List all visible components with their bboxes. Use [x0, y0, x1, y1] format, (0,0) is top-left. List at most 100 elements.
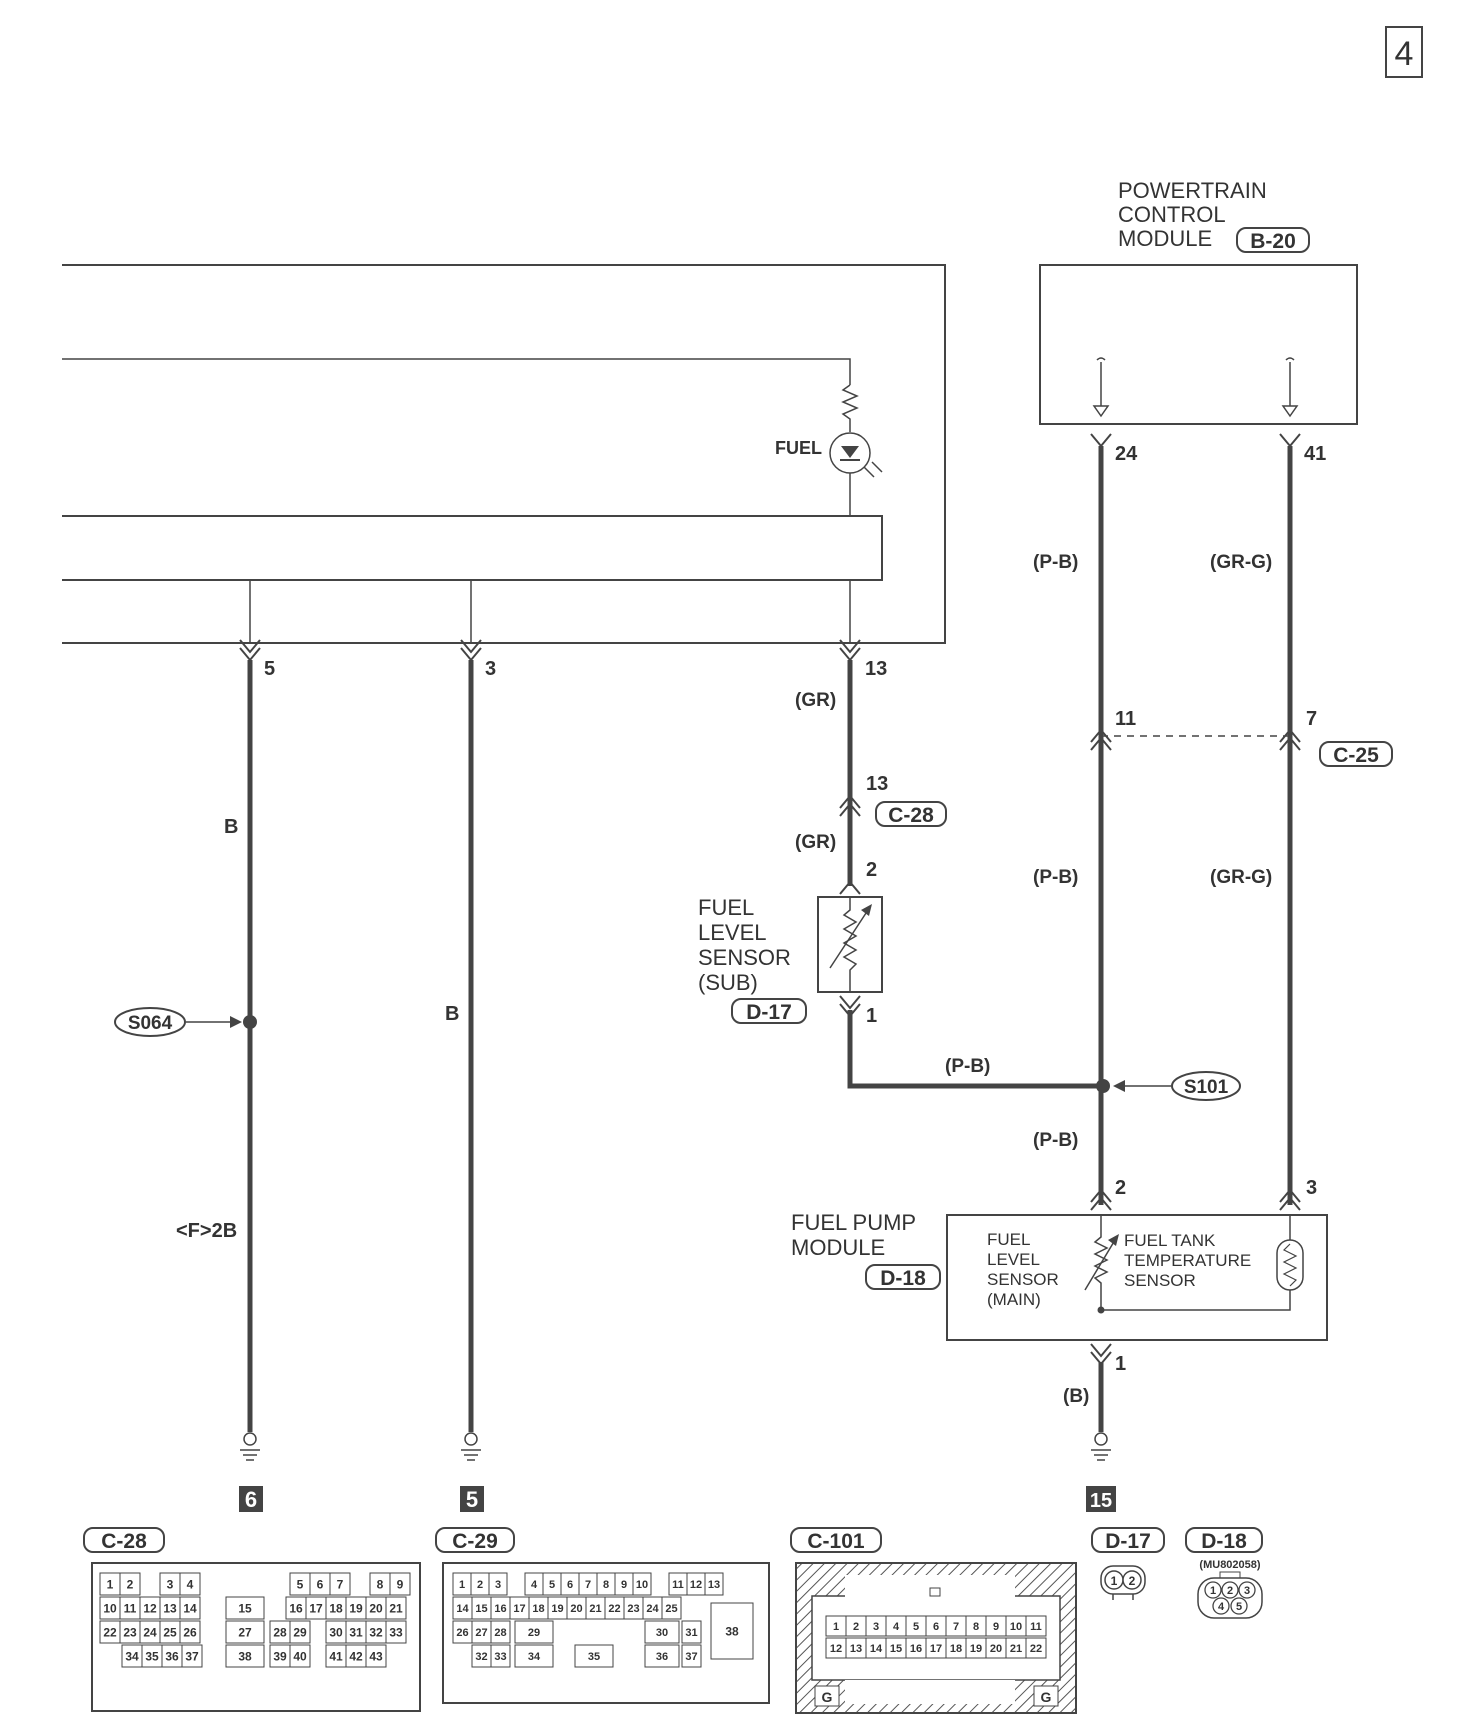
c28-pin-2: 2	[127, 1577, 134, 1591]
c29-pin-37-cell	[681, 1644, 702, 1668]
c29-pin-9: 9	[621, 1579, 627, 1591]
c28-pin-15: 15	[238, 1601, 252, 1615]
c28-pin-13: 13	[163, 1601, 177, 1615]
d18-pin-3: 3	[1244, 1585, 1250, 1597]
c29-pin-18: 18	[532, 1603, 544, 1615]
c28-pin-14: 14	[183, 1601, 197, 1615]
c101-pin-12: 12	[830, 1643, 842, 1655]
temp-label-line-3: SENSOR	[1124, 1271, 1196, 1290]
pin-meter-3: 3	[485, 658, 496, 680]
c29-pin-33: 33	[494, 1651, 506, 1663]
sub-label-line-1: FUEL	[698, 895, 754, 920]
connector-ref-c28: C-28	[875, 801, 947, 827]
c28-pin-10: 10	[103, 1601, 117, 1615]
d18-part-number: (MU802058)	[1199, 1559, 1260, 1571]
c29-pin-32: 32	[475, 1651, 487, 1663]
c28-pin-36: 36	[165, 1649, 179, 1663]
wire-color-pb-3: (P-B)	[945, 1056, 990, 1077]
c28-pin-11: 11	[124, 1601, 137, 1615]
c28-pin-30: 30	[329, 1625, 343, 1639]
c28-pin-21-cell	[385, 1596, 407, 1620]
ground-numbers: 6 5 15	[239, 1486, 1116, 1512]
c29-pin-37: 37	[685, 1651, 697, 1663]
c101-pin-22: 22	[1030, 1643, 1042, 1655]
c28-pin-1: 1	[107, 1577, 114, 1591]
wire-color-pb-2: (P-B)	[1033, 867, 1078, 888]
c29-pin-35: 35	[588, 1651, 600, 1663]
c101-pin-7: 7	[953, 1621, 959, 1633]
c29-pin-34: 34	[528, 1651, 541, 1663]
d17-pin-1: 1	[1111, 1574, 1118, 1588]
ground-number-5: 5	[466, 1487, 478, 1512]
c28-pin-43: 43	[369, 1649, 383, 1663]
c28-pin-14-cell	[179, 1596, 201, 1620]
d17-pin-2: 2	[1129, 1574, 1136, 1588]
c28-pin-32: 32	[369, 1625, 383, 1639]
c29-pin-36: 36	[656, 1651, 668, 1663]
c101-pin-11-cell	[1025, 1615, 1047, 1637]
connector-view-c29-label: C-29	[452, 1530, 498, 1553]
c29-pin-31-cell	[681, 1620, 702, 1644]
fuel-pump-module-label: FUEL PUMP MODULE	[791, 1210, 916, 1260]
connector-ref-b20: B-20	[1236, 227, 1310, 253]
c29-pin-23: 23	[627, 1603, 639, 1615]
pin-sub-1: 1	[866, 1005, 877, 1027]
connector-ref-d17: D-17	[731, 998, 807, 1024]
connector-view-d18-label: D-18	[1201, 1530, 1247, 1553]
c28-pin-27: 27	[238, 1625, 252, 1639]
c28-pin-4-cell	[179, 1572, 201, 1596]
c28-pin-29: 29	[293, 1625, 307, 1639]
page-number: 4	[1395, 35, 1414, 73]
c29-pin-24: 24	[646, 1603, 659, 1615]
c101-pin-6: 6	[933, 1621, 939, 1633]
c101-pin-15: 15	[890, 1643, 902, 1655]
wire-color-b-ground: (B)	[1063, 1386, 1089, 1407]
c29-pin-17: 17	[513, 1603, 525, 1615]
connector-ref-c25-label: C-25	[1333, 744, 1379, 767]
c29-pin-29: 29	[528, 1627, 540, 1639]
fuel-level-sensor-sub-label: FUEL LEVEL SENSOR (SUB)	[698, 895, 791, 995]
c101-pin-3: 3	[873, 1621, 879, 1633]
c101-g-left: G	[822, 1689, 833, 1705]
connector-ref-b20-label: B-20	[1250, 230, 1296, 253]
c29-pin-31: 31	[685, 1627, 697, 1639]
c29-pin-25: 25	[665, 1603, 677, 1615]
pin-c25-7: 7	[1306, 708, 1317, 730]
c101-pin-2: 2	[853, 1621, 859, 1633]
c29-pin-21: 21	[589, 1603, 601, 1615]
c29-pin-34-cell	[514, 1644, 554, 1668]
c28-pin-26-cell	[179, 1620, 201, 1644]
wire-color-b-left: B	[224, 816, 238, 838]
c29-pin-33-cell	[490, 1644, 511, 1668]
connector-view-d17: D-17 1 2	[1091, 1527, 1165, 1600]
wire-color-pb-1: (P-B)	[1033, 552, 1078, 573]
connector-view-c101-label: C-101	[807, 1530, 865, 1553]
wire-color-grg-1: (GR-G)	[1210, 552, 1272, 573]
c101-pin-17: 17	[930, 1643, 942, 1655]
fuel-tank-temp-sensor-label: FUEL TANK TEMPERATURE SENSOR	[1124, 1231, 1251, 1290]
main-label-line-1: FUEL	[987, 1230, 1030, 1249]
pcm-label-line-1: POWERTRAIN	[1118, 178, 1267, 203]
c28-pin-15-cell	[225, 1596, 265, 1620]
c101-pin-11: 11	[1030, 1621, 1042, 1633]
c28-pin-9: 9	[397, 1577, 404, 1591]
wire-color-f2b: <F>2B	[176, 1220, 237, 1242]
c29-pin-28-cell	[490, 1620, 511, 1644]
connector-ref-c28-label: C-28	[888, 804, 934, 827]
sub-label-line-4: (SUB)	[698, 970, 758, 995]
c29-pin-2: 2	[477, 1579, 483, 1591]
ground-number-6: 6	[245, 1487, 257, 1512]
c28-pin-33: 33	[389, 1625, 403, 1639]
c28-pin-9-cell	[389, 1572, 411, 1596]
main-label-line-3: SENSOR	[987, 1270, 1059, 1289]
c101-pin-10: 10	[1010, 1621, 1022, 1633]
c28-pin-41: 41	[329, 1649, 343, 1663]
c29-pin-8: 8	[603, 1579, 609, 1591]
ground-symbol-6	[240, 1432, 260, 1461]
c28-pin-17: 17	[309, 1601, 323, 1615]
c29-pin-36-cell	[644, 1644, 680, 1668]
c28-pin-4: 4	[187, 1577, 194, 1591]
combination-meter: FUEL	[62, 264, 946, 644]
main-label-line-2: LEVEL	[987, 1250, 1040, 1269]
